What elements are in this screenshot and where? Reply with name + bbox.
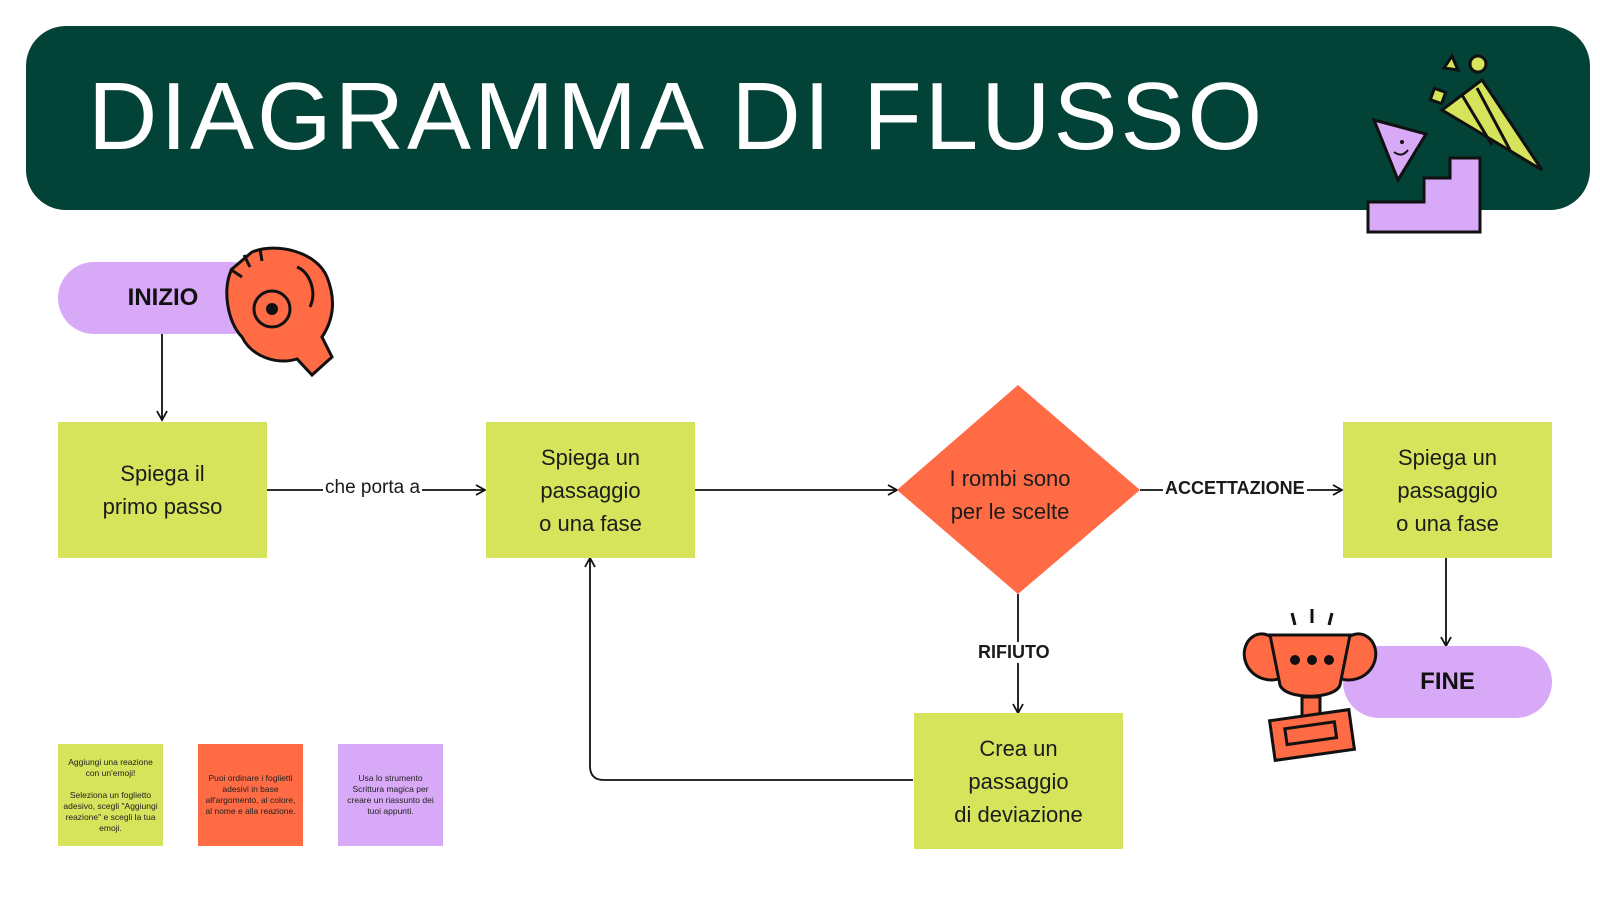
edge-label-reject: RIFIUTO [976,642,1052,663]
deviation-step-label: Crea un passaggio di deviazione [954,735,1083,827]
decision-diamond [897,385,1140,594]
sticky-note-sort[interactable]: Puoi ordinare i foglietti adesivi in bas… [198,744,303,846]
page-title: DIAGRAMMA DI FLUSSO [88,63,1266,170]
step-accepted: Spiega un passaggio o una fase [1343,422,1552,558]
title-banner: DIAGRAMMA DI FLUSSO [26,26,1590,210]
start-node: INIZIO [58,262,268,334]
edge-label-leads-to: che porta a [323,477,423,499]
end-node: FINE [1343,646,1552,718]
deviation-step: Crea un passaggio di deviazione [914,713,1123,849]
step-first-label: Spiega il primo passo [102,461,223,519]
step-middle-label: Spiega un passaggio o una fase [539,444,642,536]
decision-label: I rombi sono per le scelte [949,466,1071,524]
sticky-note-magic-write[interactable]: Usa lo strumento Scrittura magica per cr… [338,744,443,846]
step-middle: Spiega un passaggio o una fase [486,422,695,558]
edge-loop-back [584,556,913,781]
sticky-note-emoji[interactable]: Aggiungi una reazione con un'emoji! Sele… [58,744,163,846]
step-first: Spiega il primo passo [58,422,267,558]
end-label: FINE [1420,668,1475,695]
start-label: INIZIO [127,284,199,311]
edge-label-accept: ACCETTAZIONE [1163,478,1307,499]
step-accepted-label: Spiega un passaggio o una fase [1396,444,1499,536]
